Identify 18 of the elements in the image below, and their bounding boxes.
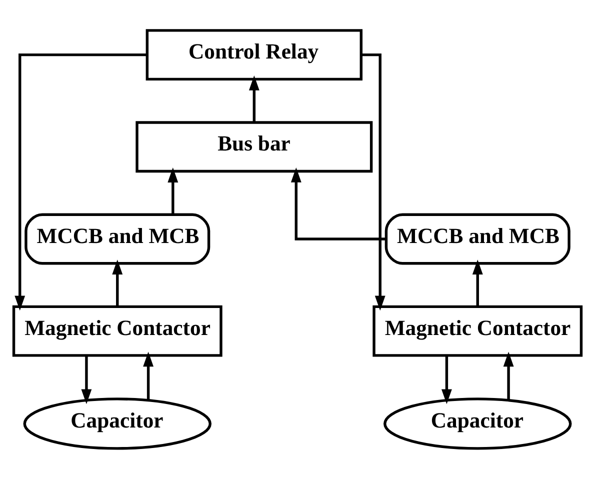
arrow <box>81 356 92 404</box>
arrow <box>290 167 386 240</box>
node-box: MCCB and MCB <box>24 213 210 265</box>
node-box: Magnetic Contactor <box>12 305 222 357</box>
arrow <box>472 260 483 306</box>
arrow <box>112 260 123 306</box>
arrow <box>503 352 514 400</box>
node-ellipse: Capacitor <box>23 398 212 450</box>
arrow <box>248 75 260 122</box>
node-box: Control Relay <box>146 29 362 81</box>
arrow <box>168 168 178 214</box>
node-box: Magnetic Contactor <box>372 305 583 357</box>
arrow <box>143 352 154 400</box>
arrow <box>441 356 452 404</box>
node-ellipse: Capacitor <box>384 398 572 450</box>
node-box: MCCB and MCB <box>384 213 570 265</box>
node-box: Bus bar <box>136 121 373 173</box>
arrow <box>14 53 147 311</box>
